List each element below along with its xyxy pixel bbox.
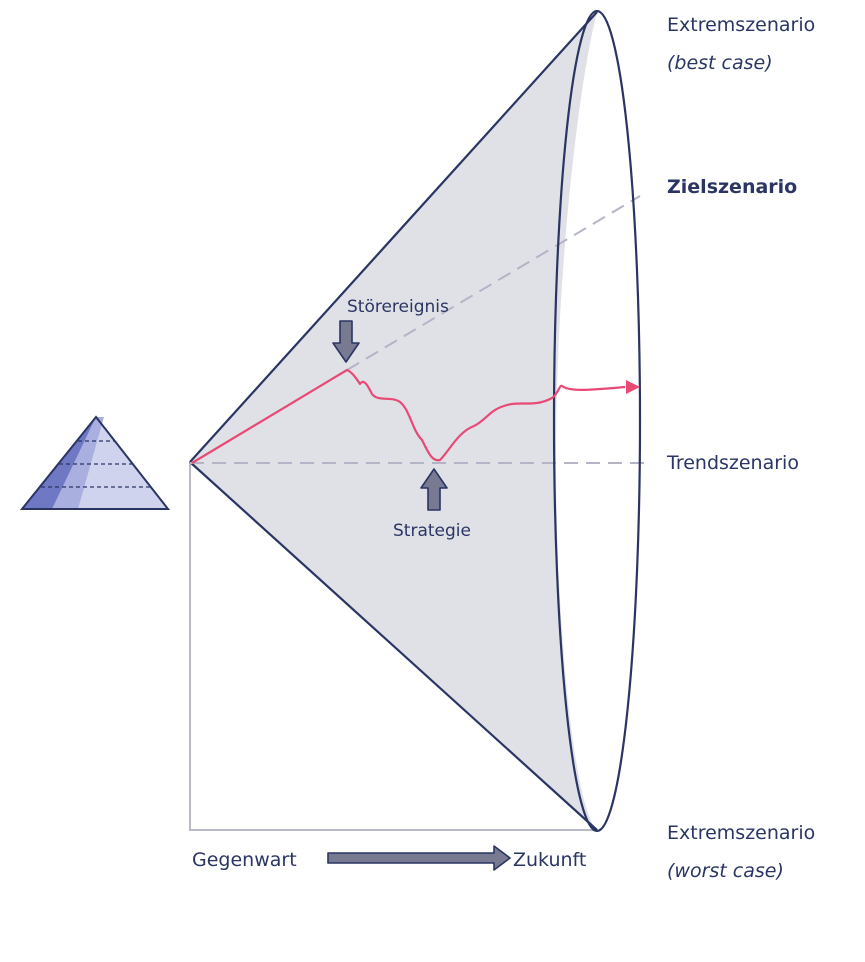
scenario-cone-fill (190, 12, 597, 830)
down-arrow-icon (332, 320, 360, 363)
up-arrow-icon (420, 468, 448, 511)
best-case-title: Extremszenario (667, 14, 815, 36)
axis-frame (189, 462, 597, 831)
trend-scenario-label: Trendszenario (666, 452, 799, 474)
pyramid-icon (19, 415, 171, 510)
cone-lower-edge (189, 461, 598, 831)
worst-case-subtitle: (worst case) (667, 860, 784, 882)
present-label: Gegenwart (192, 849, 297, 871)
future-ellipse (552, 9, 642, 833)
target-scenario-label: Zielszenario (667, 176, 797, 198)
disruption-label: Störereignis (347, 297, 449, 317)
worst-case-title: Extremszenario (667, 822, 815, 844)
right-arrow-icon (327, 845, 511, 871)
future-label: Zukunft (513, 849, 586, 871)
scenario-path-arrowhead (626, 380, 640, 394)
cone-upper-edge (189, 11, 598, 463)
target-scenario-line (346, 195, 641, 371)
scenario-path (191, 368, 626, 464)
best-case-subtitle: (best case) (667, 52, 773, 74)
strategy-label: Strategie (393, 521, 471, 541)
